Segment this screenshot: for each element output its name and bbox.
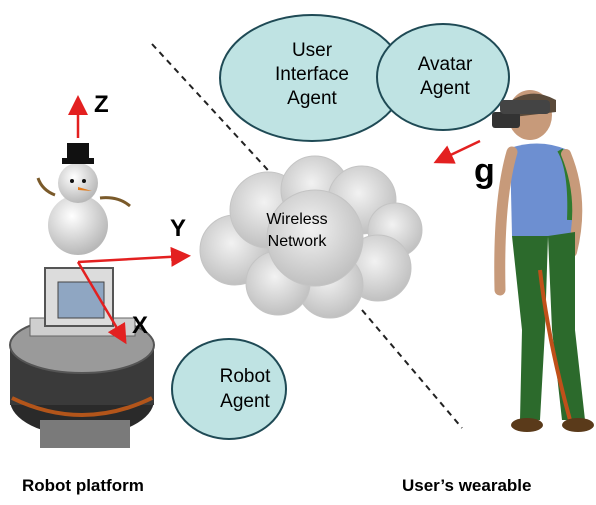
user-figure-illustration — [492, 90, 594, 432]
ui-agent-line-2: Interface — [275, 64, 349, 85]
separator-line-upper — [151, 43, 301, 206]
x-axis-arrow — [76, 261, 127, 345]
users-wearable-caption: User’s wearable — [402, 476, 532, 495]
ui-agent-line-1: User — [292, 40, 333, 61]
gravity-arrow — [433, 139, 481, 164]
robot-platform-caption: Robot platform — [22, 476, 144, 495]
separator-line-lower — [361, 309, 463, 429]
ui-agent-line-3: Agent — [287, 88, 337, 109]
user-interface-agent-node: User Interface Agent — [219, 14, 405, 142]
gravity-indicator: g — [433, 139, 495, 190]
robot-agent-node: Robot Agent — [171, 338, 287, 440]
network-label-line-1: Wireless — [266, 211, 327, 228]
x-axis-label: X — [132, 312, 148, 339]
avatar-agent-line-2: Agent — [420, 78, 470, 99]
robot-platform-illustration — [9, 143, 155, 448]
gravity-label: g — [474, 152, 495, 190]
network-label-line-2: Network — [268, 233, 328, 250]
coordinate-axes: Z Y X — [68, 91, 191, 345]
robot-agent-line-1: Robot — [220, 366, 271, 387]
robot-agent-line-2: Agent — [220, 391, 270, 412]
y-axis-arrow — [77, 246, 191, 267]
avatar-agent-line-1: Avatar — [418, 54, 473, 75]
z-axis-label: Z — [94, 91, 109, 118]
wireless-network-cloud: Wireless Network — [199, 155, 423, 319]
y-axis-label: Y — [170, 215, 186, 242]
avatar-agent-node: Avatar Agent — [376, 23, 510, 131]
